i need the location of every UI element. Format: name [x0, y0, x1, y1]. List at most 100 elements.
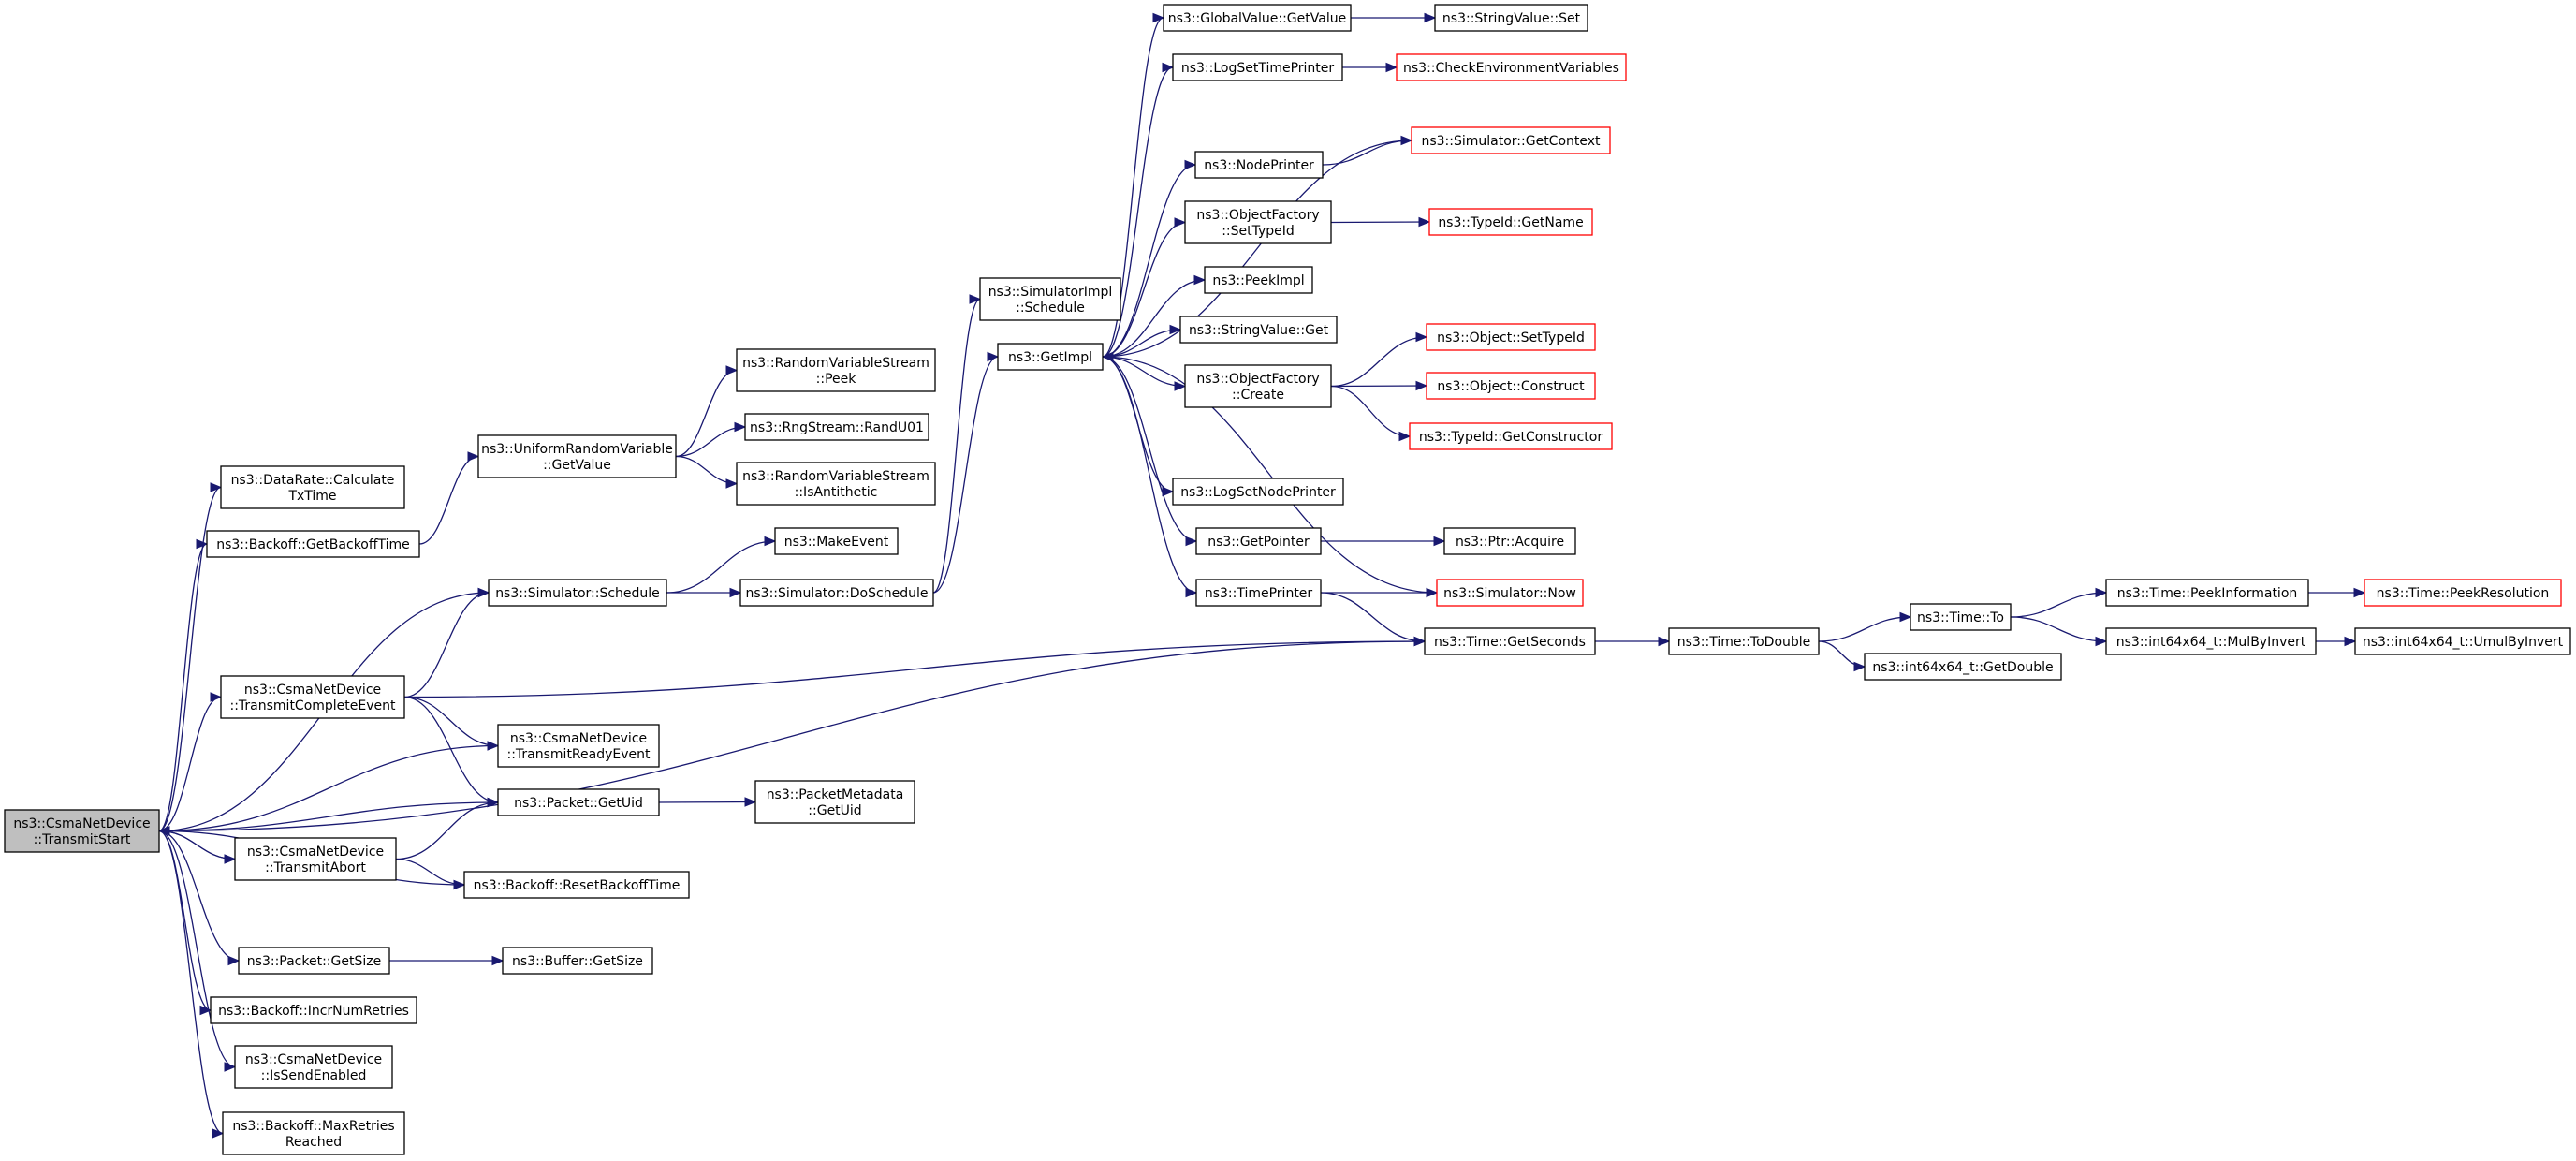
node-intgetdouble[interactable]: ns3::int64x64_t::GetDouble [1864, 653, 2062, 681]
edge-tce-to-tre [403, 696, 500, 751]
nodes-layer: ns3::CsmaNetDevice::TransmitStartns3::Da… [4, 4, 2571, 1155]
node-tce[interactable]: ns3::CsmaNetDevice::TransmitCompleteEven… [220, 675, 405, 719]
node-getcontext[interactable]: ns3::Simulator::GetContext [1411, 126, 1611, 154]
arrow-head-icon [1433, 536, 1446, 547]
edge-root-to-tce [158, 692, 223, 832]
edge-line [1102, 279, 1206, 358]
node-label-line: ns3::CsmaNetDevice [244, 683, 381, 698]
node-label-line: ns3::int64x64_t::UmulByInvert [2363, 635, 2564, 650]
node-pmuid[interactable]: ns3::PacketMetadata::GetUid [754, 780, 915, 824]
node-box [1195, 579, 1322, 607]
node-peekinfo[interactable]: ns3::Time::PeekInformation [2105, 579, 2309, 607]
node-doschedule[interactable]: ns3::Simulator::DoSchedule [739, 579, 934, 607]
node-label-line: ::TransmitAbort [265, 860, 366, 875]
node-mulbyinv[interactable]: ns3::int64x64_t::MulByInvert [2105, 627, 2317, 655]
node-tre[interactable]: ns3::CsmaNetDevice::TransmitReadyEvent [497, 724, 660, 768]
node-ofcreate[interactable]: ns3::ObjectFactory::Create [1184, 364, 1332, 408]
edge-line [158, 830, 240, 962]
node-schedule[interactable]: ns3::Simulator::Schedule [488, 579, 667, 607]
node-ptracquire[interactable]: ns3::Ptr::Acquire [1443, 527, 1576, 555]
node-label-line: ns3::LogSetTimePrinter [1181, 61, 1335, 76]
node-label-line: ns3::CsmaNetDevice [13, 816, 150, 831]
node-box [238, 947, 390, 975]
node-simnow[interactable]: ns3::Simulator::Now [1436, 579, 1584, 607]
edge-getpointer-to-ptracquire [1321, 536, 1446, 547]
arrow-head-icon [764, 536, 777, 547]
node-buffersize[interactable]: ns3::Buffer::GetSize [502, 947, 653, 975]
node-getimpl[interactable]: ns3::GetImpl [997, 343, 1104, 371]
edge-line [1330, 336, 1427, 388]
arrow-head-icon [1185, 587, 1198, 598]
edge-line [158, 744, 499, 832]
node-label-line: ns3::CsmaNetDevice [247, 845, 384, 860]
node-urv[interactable]: ns3::UniformRandomVariable::GetValue [477, 434, 677, 478]
node-svget[interactable]: ns3::StringValue::Get [1179, 316, 1338, 344]
node-ofsettype[interactable]: ns3::ObjectFactory::SetTypeId [1184, 200, 1332, 244]
node-timeprinter[interactable]: ns3::TimePrinter [1195, 579, 1322, 607]
node-getpointer[interactable]: ns3::GetPointer [1195, 527, 1322, 555]
node-box [220, 675, 405, 719]
edge-getimpl-to-logtime [1102, 62, 1175, 358]
node-getctor[interactable]: ns3::TypeId::GetConstructor [1409, 422, 1613, 450]
node-box [210, 996, 417, 1024]
node-getsize[interactable]: ns3::Packet::GetSize [238, 947, 390, 975]
edge-line [1102, 221, 1186, 358]
node-box [1910, 603, 2012, 631]
edge-line [1102, 356, 1438, 594]
node-label-line: ns3::CheckEnvironmentVariables [1403, 61, 1619, 76]
node-gvget[interactable]: ns3::GlobalValue::GetValue [1163, 4, 1352, 32]
node-checkenv[interactable]: ns3::CheckEnvironmentVariables [1396, 53, 1627, 81]
node-box [1172, 478, 1344, 506]
node-makeevent[interactable]: ns3::MakeEvent [774, 527, 899, 555]
edge-line [1818, 640, 1866, 668]
edge-timeto-to-peekinfo [2010, 587, 2108, 618]
edge-line [158, 830, 236, 1068]
node-box [1409, 422, 1613, 450]
node-backofftime[interactable]: ns3::Backoff::GetBackoffTime [206, 530, 420, 558]
node-getuid[interactable]: ns3::Packet::GetUid [497, 788, 660, 816]
node-objconstruct[interactable]: ns3::Object::Construct [1426, 372, 1596, 400]
node-label-line: ns3::Simulator::GetContext [1421, 134, 1601, 149]
arrow-head-icon [725, 478, 739, 489]
node-abort[interactable]: ns3::CsmaNetDevice::TransmitAbort [234, 837, 397, 881]
node-lognode[interactable]: ns3::LogSetNodePrinter [1172, 478, 1344, 506]
node-randu01[interactable]: ns3::RngStream::RandU01 [744, 413, 929, 441]
arrow-head-icon [1174, 217, 1187, 228]
node-objsettype[interactable]: ns3::Object::SetTypeId [1426, 323, 1596, 351]
node-label-line: ns3::LogSetNodePrinter [1180, 485, 1336, 500]
node-box [220, 465, 405, 509]
node-umulbyinv[interactable]: ns3::int64x64_t::UmulByInvert [2354, 627, 2571, 655]
node-peekimpl[interactable]: ns3::PeekImpl [1204, 266, 1313, 294]
node-box [234, 1045, 393, 1089]
arrow-head-icon [467, 451, 480, 462]
node-nodeprinter[interactable]: ns3::NodePrinter [1194, 151, 1324, 179]
node-label-line: ns3::DataRate::Calculate [231, 473, 395, 488]
node-timeto[interactable]: ns3::Time::To [1910, 603, 2012, 631]
node-peekres[interactable]: ns3::Time::PeekResolution [2364, 579, 2562, 607]
edge-root-to-backofftime [158, 538, 209, 832]
edge-line [1322, 140, 1412, 166]
node-box [477, 434, 677, 478]
node-box [1163, 4, 1352, 32]
node-typename[interactable]: ns3::TypeId::GetName [1428, 208, 1593, 236]
node-todouble[interactable]: ns3::Time::ToDouble [1668, 627, 1820, 655]
node-simimpl[interactable]: ns3::SimulatorImpl::Schedule [979, 277, 1121, 321]
arrow-head-icon [2095, 636, 2108, 647]
node-sendenabled[interactable]: ns3::CsmaNetDevice::IsSendEnabled [234, 1045, 393, 1089]
node-label-line: ns3::Ptr::Acquire [1456, 535, 1564, 550]
node-label-line: ns3::RandomVariableStream [742, 469, 929, 484]
node-box [1426, 372, 1596, 400]
node-logtime[interactable]: ns3::LogSetTimePrinter [1172, 53, 1343, 81]
node-label-line: ns3::GetImpl [1008, 350, 1092, 365]
node-rvspeek[interactable]: ns3::RandomVariableStream::Peek [736, 348, 936, 392]
node-box [222, 1111, 405, 1155]
edge-tce-to-getuid [403, 696, 500, 808]
node-box [497, 788, 660, 816]
node-reset[interactable]: ns3::Backoff::ResetBackoffTime [463, 871, 690, 899]
node-svset[interactable]: ns3::StringValue::Set [1434, 4, 1588, 32]
node-getseconds[interactable]: ns3::Time::GetSeconds [1424, 627, 1596, 655]
node-antithetic[interactable]: ns3::RandomVariableStream::IsAntithetic [736, 462, 936, 506]
node-incr[interactable]: ns3::Backoff::IncrNumRetries [210, 996, 417, 1024]
